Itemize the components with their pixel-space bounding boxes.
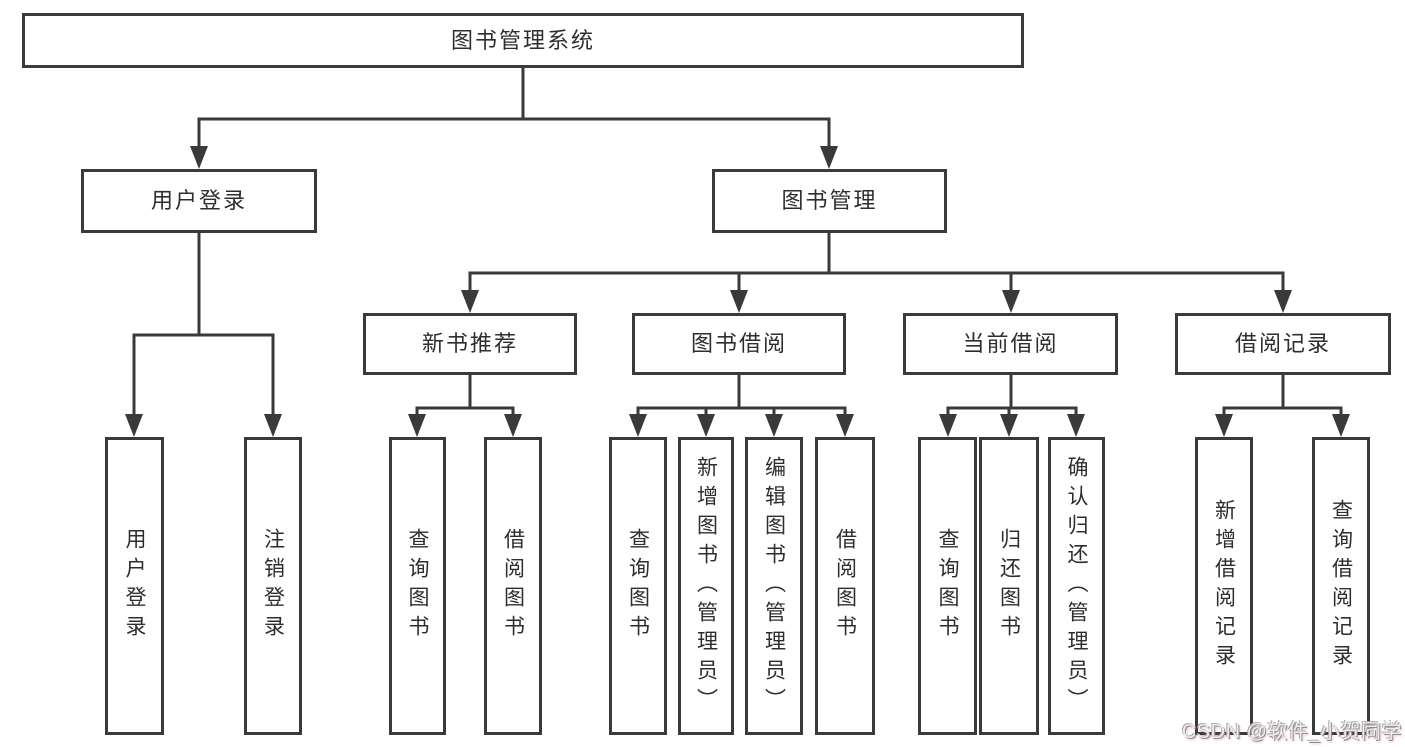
- leaf-user-login: 用户登录: [105, 437, 164, 735]
- leaf-query-book-3: 查询图书: [918, 437, 977, 735]
- leaf-add-borrow-record: 新增借阅记录: [1195, 437, 1253, 735]
- node-book-mgmt-label: 图书管理: [781, 188, 878, 213]
- leaf-label: 用户登录: [123, 528, 146, 644]
- node-root: 图书管理系统: [22, 13, 1024, 68]
- leaf-confirm-return: 确认归还（管理员）: [1048, 437, 1105, 735]
- leaf-edit-book: 编辑图书（管理员）: [745, 437, 803, 735]
- node-borrow-records: 借阅记录: [1175, 313, 1391, 375]
- leaf-borrow-book-1: 借阅图书: [484, 437, 542, 735]
- node-user-login-label: 用户登录: [150, 188, 247, 213]
- node-borrow-records-label: 借阅记录: [1234, 331, 1331, 356]
- leaf-label: 查询图书: [936, 528, 959, 644]
- leaf-label: 查询借阅记录: [1329, 499, 1353, 673]
- node-current-borrow-label: 当前借阅: [962, 331, 1059, 356]
- node-root-label: 图书管理系统: [450, 27, 595, 53]
- leaf-label: 确认归还（管理员）: [1065, 455, 1088, 717]
- node-current-borrow: 当前借阅: [903, 313, 1118, 375]
- leaf-query-book-2: 查询图书: [609, 437, 667, 735]
- leaf-label: 注销登录: [261, 528, 285, 644]
- leaf-add-book: 新增图书（管理员）: [678, 437, 734, 735]
- leaf-query-book-1: 查询图书: [389, 437, 446, 735]
- leaf-label: 新增借阅记录: [1212, 499, 1236, 673]
- leaf-return-book: 归还图书: [979, 437, 1039, 735]
- leaf-label: 借阅图书: [501, 528, 525, 644]
- leaf-borrow-book-2: 借阅图书: [815, 437, 875, 735]
- leaf-label: 编辑图书（管理员）: [762, 455, 786, 717]
- node-book-borrow: 图书借阅: [632, 313, 846, 375]
- node-book-borrow-label: 图书借阅: [690, 331, 787, 356]
- node-new-book-rec-label: 新书推荐: [421, 331, 518, 356]
- leaf-logout: 注销登录: [244, 437, 302, 735]
- node-book-mgmt: 图书管理: [712, 169, 947, 233]
- leaf-label: 借阅图书: [833, 528, 857, 644]
- leaf-label: 查询图书: [626, 528, 650, 644]
- leaf-query-borrow-record: 查询借阅记录: [1312, 437, 1370, 735]
- leaf-label: 归还图书: [997, 528, 1021, 644]
- node-user-login: 用户登录: [81, 169, 317, 233]
- leaf-label: 新增图书（管理员）: [694, 455, 718, 717]
- leaf-label: 查询图书: [406, 528, 429, 644]
- csdn-watermark: CSDN @软件_小贺同学: [1181, 721, 1402, 743]
- node-new-book-rec: 新书推荐: [363, 313, 577, 375]
